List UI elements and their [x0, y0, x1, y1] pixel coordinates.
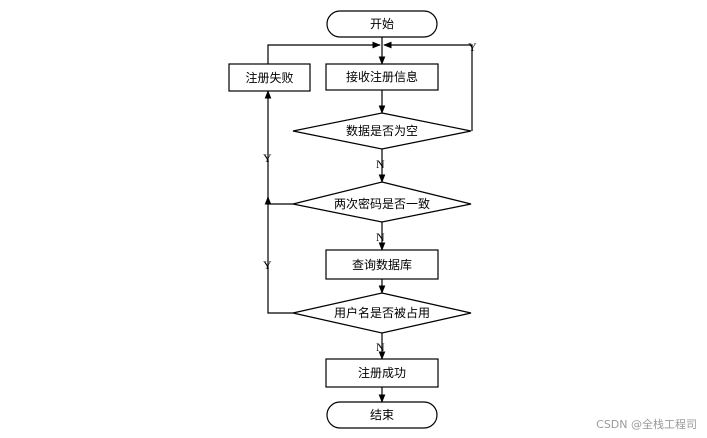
label-password-yes: Y: [263, 151, 272, 165]
check-password-label: 两次密码是否一致: [334, 196, 430, 211]
node-check-empty: 数据是否为空: [292, 112, 472, 150]
edge-fail-to-merge: [267, 41, 381, 64]
node-start: 开始: [326, 10, 438, 38]
node-query-db: 查询数据库: [325, 249, 439, 280]
end-label: 结束: [370, 408, 394, 422]
success-label: 注册成功: [358, 365, 406, 380]
check-empty-label: 数据是否为空: [346, 123, 418, 138]
watermark-text: CSDN @全栈工程司: [596, 417, 697, 431]
start-label: 开始: [370, 17, 394, 31]
fail-label: 注册失败: [245, 70, 293, 85]
node-end: 结束: [326, 401, 438, 429]
label-empty-yes: Y: [468, 40, 477, 54]
label-username-no: N: [376, 340, 385, 354]
node-success: 注册成功: [325, 358, 439, 388]
node-check-password: 两次密码是否一致: [292, 181, 472, 223]
query-db-label: 查询数据库: [352, 257, 412, 272]
receive-label: 接收注册信息: [346, 69, 418, 84]
edge-username-yes: [264, 196, 293, 314]
check-username-label: 用户名是否被占用: [334, 305, 430, 320]
node-fail: 注册失败: [228, 63, 311, 92]
edge-password-yes: [264, 90, 293, 205]
connectors: [264, 37, 473, 403]
node-check-username: 用户名是否被占用: [292, 292, 472, 334]
label-password-no: N: [376, 230, 385, 244]
node-receive: 接收注册信息: [325, 63, 439, 91]
label-username-yes: Y: [263, 258, 272, 272]
label-empty-no: N: [376, 157, 385, 171]
edge-empty-yes-loop: [383, 41, 473, 131]
